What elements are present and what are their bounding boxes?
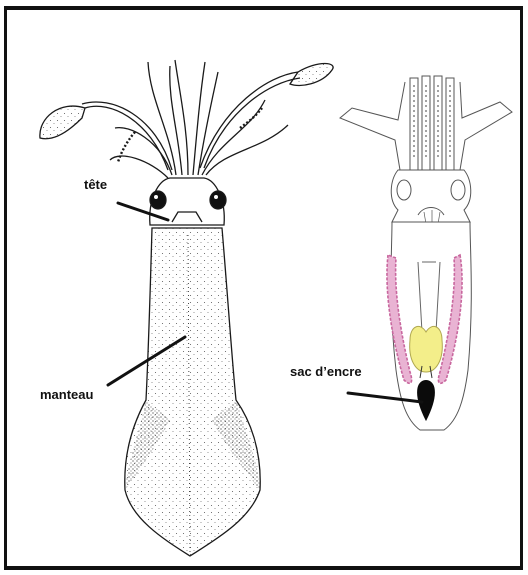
tentacles xyxy=(40,64,333,171)
eye-right xyxy=(210,191,226,209)
label-head: tête xyxy=(84,177,107,192)
internal-head xyxy=(391,170,471,222)
arms xyxy=(110,60,288,178)
squid-external-view xyxy=(40,60,333,556)
gonad xyxy=(410,326,443,372)
eye-left xyxy=(150,191,166,209)
internal-arms xyxy=(340,76,512,170)
mantle xyxy=(125,228,260,556)
squid-internal-view xyxy=(340,76,512,430)
label-ink-sac: sac d’encre xyxy=(290,364,362,379)
label-mantle: manteau xyxy=(40,387,93,402)
